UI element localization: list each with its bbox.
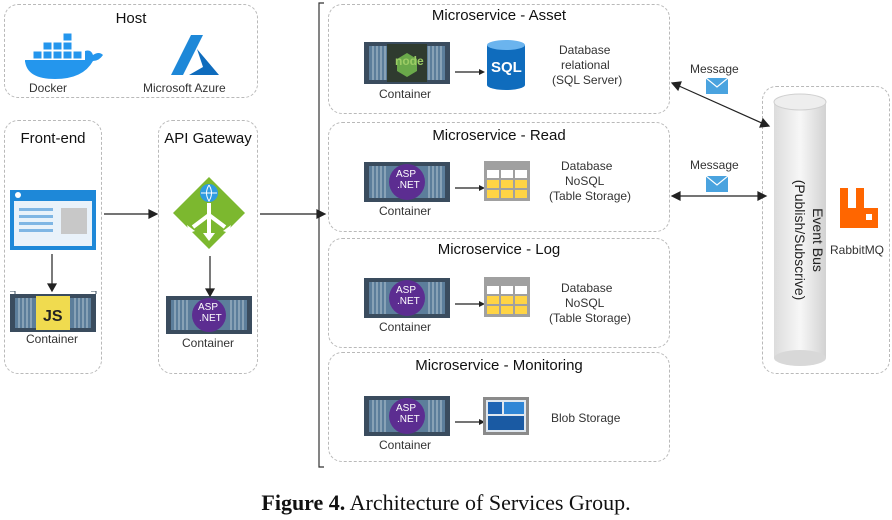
log-db-line-2: NoSQL (565, 296, 605, 310)
message-top-label: Message (690, 62, 739, 76)
monitoring-arrow (455, 413, 485, 425)
asp-logo-text-2: .NET (397, 296, 420, 307)
microservice-log-title: Microservice - Log (437, 241, 561, 258)
monitoring-db-line-1: Blob Storage (551, 411, 621, 425)
asp-logo-text-2: .NET (199, 313, 222, 324)
browser-window-icon (10, 190, 96, 250)
host-panel: Host Docker Microsoft Azure (4, 4, 258, 98)
asp-logo-text-1: ASP (396, 285, 417, 296)
log-container-label: Container (379, 320, 432, 334)
container-frame-icon (364, 278, 450, 318)
microservice-asset-panel: Microservice - Asset node Container SQL … (328, 4, 670, 114)
api-gateway-icon (173, 177, 245, 249)
api-gateway-title: API Gateway (164, 130, 252, 147)
frontend-panel: Front-end JS Container (4, 120, 102, 374)
log-container: ASP .NET Container (363, 275, 451, 335)
container-frame-icon (166, 296, 252, 334)
asp-logo-text-2: .NET (397, 414, 420, 425)
host-title: Host (115, 10, 147, 27)
log-db-line-1: Database (561, 281, 613, 295)
log-db-line-3: (Table Storage) (549, 311, 632, 325)
event-bus-panel (762, 86, 890, 374)
figure-caption-label: Figure 4. (261, 490, 346, 515)
envelope-icon (706, 176, 728, 192)
asset-container: node Container (363, 39, 451, 101)
read-db-line-2: NoSQL (565, 174, 605, 188)
envelope-icon (706, 78, 728, 94)
sql-badge-text: SQL (491, 59, 522, 76)
blob-storage-icon (483, 397, 529, 435)
read-container: ASP .NET Container (363, 159, 451, 219)
services-bracket (318, 2, 324, 468)
read-db-line-3: (Table Storage) (549, 189, 632, 203)
rabbitmq-icon (840, 188, 878, 228)
docker-label: Docker (29, 81, 68, 95)
table-storage-icon (484, 161, 530, 201)
microservice-read-title: Microservice - Read (432, 127, 566, 144)
azure-label: Microsoft Azure (143, 81, 226, 95)
connector-lines (46, 81, 771, 298)
asset-arrow (455, 63, 485, 75)
asset-db-line-2: relational (561, 58, 610, 72)
microservice-monitoring-panel: Microservice - Monitoring ASP .NET Conta… (328, 352, 670, 462)
container-frame-icon (10, 291, 97, 332)
event-bus-cylinder (773, 93, 827, 366)
frontend-container: JS Container (9, 291, 97, 347)
asset-db-line-1: Database (559, 43, 611, 57)
asp-logo-text-1: ASP (396, 403, 417, 414)
rabbitmq-label: RabbitMQ (830, 243, 885, 257)
asset-container-label: Container (379, 87, 432, 101)
table-storage-icon (484, 277, 530, 317)
asp-logo-text-1: ASP (396, 169, 417, 180)
node-logo-text: node (395, 54, 424, 68)
log-arrow (455, 295, 485, 307)
read-arrow (455, 179, 485, 191)
frontend-container-label: Container (26, 332, 79, 346)
message-middle-label: Message (690, 158, 739, 172)
api-gateway-panel: API Gateway ASP .NET Container (158, 120, 258, 374)
gateway-container-label: Container (182, 336, 235, 350)
asp-logo-text-1: ASP (198, 302, 219, 313)
read-db-line-1: Database (561, 159, 613, 173)
container-frame-icon (364, 162, 450, 202)
monitoring-container: ASP .NET Container (363, 393, 451, 453)
asset-db-line-3: (SQL Server) (552, 73, 623, 87)
sql-database-icon (487, 40, 525, 90)
monitoring-container-label: Container (379, 438, 432, 452)
container-frame-icon (364, 396, 450, 436)
figure-caption: Figure 4. Architecture of Services Group… (0, 490, 892, 516)
microservice-monitoring-title: Microservice - Monitoring (415, 357, 583, 374)
azure-icon (171, 35, 219, 75)
frontend-title: Front-end (20, 130, 86, 147)
read-container-label: Container (379, 204, 432, 218)
docker-icon (25, 32, 103, 79)
microservice-read-panel: Microservice - Read ASP .NET Container D… (328, 122, 670, 232)
microservice-log-panel: Microservice - Log ASP .NET Container Da… (328, 238, 670, 348)
figure-caption-text: Architecture of Services Group. (345, 490, 631, 515)
gateway-container: ASP .NET Container (165, 293, 253, 353)
asp-logo-text-2: .NET (397, 180, 420, 191)
microservice-asset-title: Microservice - Asset (431, 7, 567, 24)
js-logo-text: JS (43, 308, 63, 325)
container-frame-icon (364, 42, 450, 84)
